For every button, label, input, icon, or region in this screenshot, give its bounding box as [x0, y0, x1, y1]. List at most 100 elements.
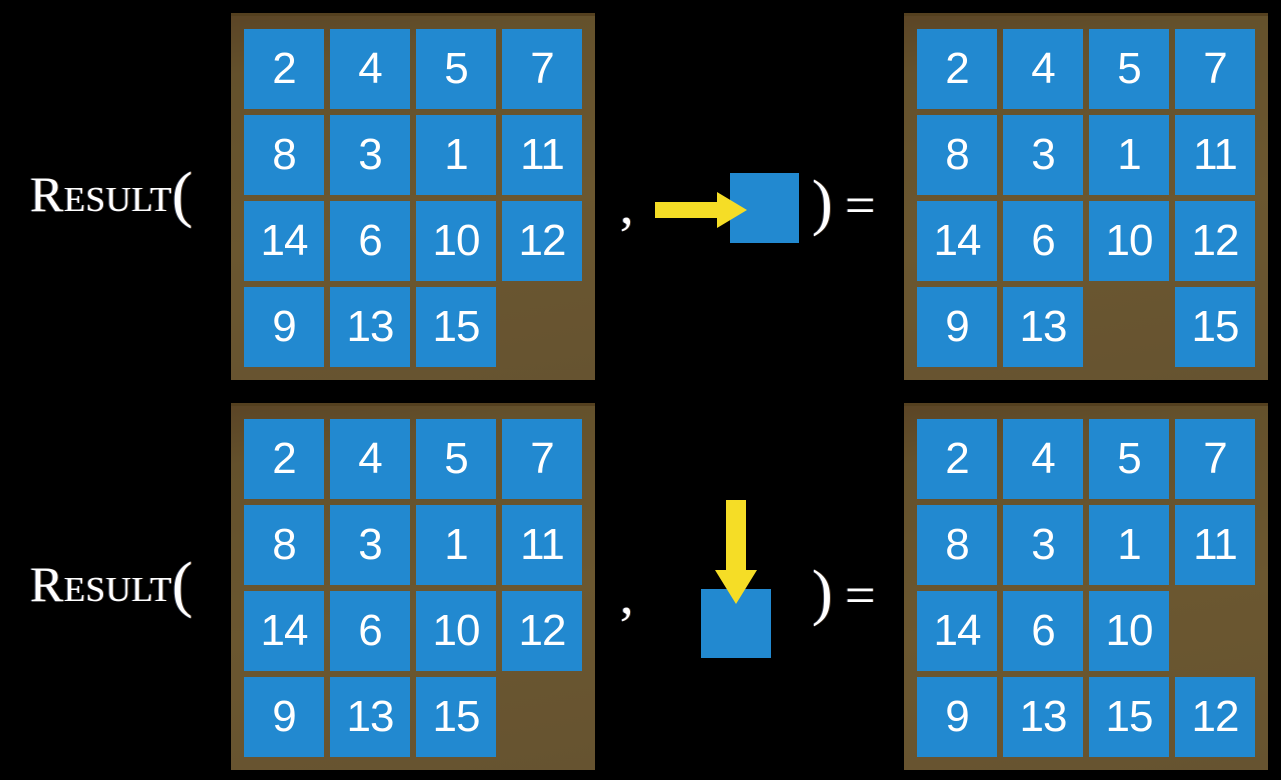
- tile[interactable]: 1: [1089, 505, 1169, 585]
- tile-number: 12: [518, 606, 567, 655]
- tile-number: 10: [432, 216, 481, 265]
- tile[interactable]: 6: [1003, 591, 1083, 671]
- tile[interactable]: 7: [502, 29, 582, 109]
- result-label-row2: Result(: [30, 554, 193, 616]
- tile-number: 8: [945, 520, 970, 569]
- tile-number: 2: [945, 44, 970, 93]
- tile[interactable]: 5: [1089, 419, 1169, 499]
- tile[interactable]: 11: [502, 505, 582, 585]
- tile[interactable]: 9: [917, 287, 997, 367]
- tile[interactable]: 4: [330, 29, 410, 109]
- tile[interactable]: 7: [1175, 29, 1255, 109]
- tile-number: 4: [1031, 44, 1056, 93]
- tile-number: 3: [358, 520, 383, 569]
- tile[interactable]: 5: [416, 419, 496, 499]
- tile[interactable]: 10: [1089, 201, 1169, 281]
- tile-number: 13: [1019, 302, 1068, 351]
- tile[interactable]: 1: [416, 505, 496, 585]
- tile[interactable]: 12: [502, 591, 582, 671]
- tile[interactable]: 2: [244, 419, 324, 499]
- tile-number: 9: [945, 692, 970, 741]
- tile[interactable]: 7: [502, 419, 582, 499]
- tile[interactable]: 14: [917, 591, 997, 671]
- result-word-row2: Result: [30, 556, 173, 612]
- tile[interactable]: 13: [1003, 677, 1083, 757]
- tile[interactable]: 8: [244, 115, 324, 195]
- tile[interactable]: 10: [1089, 591, 1169, 671]
- input-board-row1: 2 4 5 7 8 3 1 11 14 6 10 12 9 13 15: [231, 13, 595, 380]
- tile[interactable]: 7: [1175, 419, 1255, 499]
- tile[interactable]: 8: [917, 115, 997, 195]
- tile[interactable]: 15: [416, 677, 496, 757]
- tile-number: 3: [358, 130, 383, 179]
- tile[interactable]: 13: [330, 677, 410, 757]
- tile[interactable]: 14: [917, 201, 997, 281]
- tile[interactable]: 12: [502, 201, 582, 281]
- tile[interactable]: 3: [1003, 505, 1083, 585]
- tile[interactable]: 1: [1089, 115, 1169, 195]
- tile[interactable]: 3: [330, 505, 410, 585]
- tile[interactable]: 15: [1089, 677, 1169, 757]
- tile[interactable]: 5: [1089, 29, 1169, 109]
- tile[interactable]: 2: [917, 419, 997, 499]
- tile-number: 1: [444, 520, 469, 569]
- result-word-row1: Result: [30, 166, 173, 222]
- tile[interactable]: 6: [1003, 201, 1083, 281]
- arrow-right-icon: [655, 192, 747, 228]
- tile[interactable]: 13: [330, 287, 410, 367]
- comma-separator-row1: ,: [620, 175, 634, 235]
- tile-number: 12: [1191, 692, 1240, 741]
- tile-number: 15: [1191, 302, 1240, 351]
- equals-sign-row1: =: [845, 175, 876, 235]
- tile[interactable]: 11: [502, 115, 582, 195]
- tile[interactable]: 8: [917, 505, 997, 585]
- tile[interactable]: 11: [1175, 505, 1255, 585]
- tile[interactable]: 15: [416, 287, 496, 367]
- tile-number: 11: [520, 130, 565, 179]
- tile-number: 14: [260, 216, 309, 265]
- tile[interactable]: 9: [917, 677, 997, 757]
- tile-number: 4: [358, 434, 383, 483]
- tile-number: 8: [272, 130, 297, 179]
- tile[interactable]: 8: [244, 505, 324, 585]
- tile-number: 10: [432, 606, 481, 655]
- tile[interactable]: 4: [1003, 419, 1083, 499]
- tile-number: 12: [1191, 216, 1240, 265]
- result-label-row1: Result(: [30, 164, 193, 226]
- tile[interactable]: 9: [244, 287, 324, 367]
- empty-slot: [1089, 287, 1169, 367]
- tile[interactable]: 6: [330, 591, 410, 671]
- tile[interactable]: 6: [330, 201, 410, 281]
- tile[interactable]: 2: [917, 29, 997, 109]
- tile[interactable]: 1: [416, 115, 496, 195]
- tile[interactable]: 4: [330, 419, 410, 499]
- tile-number: 7: [530, 44, 555, 93]
- tile-number: 8: [272, 520, 297, 569]
- tile-number: 5: [444, 44, 469, 93]
- tile[interactable]: 11: [1175, 115, 1255, 195]
- tile[interactable]: 3: [330, 115, 410, 195]
- tile-number: 5: [444, 434, 469, 483]
- tile[interactable]: 5: [416, 29, 496, 109]
- tile[interactable]: 9: [244, 677, 324, 757]
- equals-sign-row2: =: [845, 565, 876, 625]
- tile[interactable]: 14: [244, 201, 324, 281]
- empty-slot: [502, 287, 582, 367]
- empty-slot: [1175, 591, 1255, 671]
- tile[interactable]: 14: [244, 591, 324, 671]
- tile-number: 2: [272, 44, 297, 93]
- tile-number: 12: [518, 216, 567, 265]
- output-board-row2: 2 4 5 7 8 3 1 11 14 6 10 9 13 15 12: [904, 403, 1268, 770]
- tile[interactable]: 12: [1175, 677, 1255, 757]
- tile[interactable]: 12: [1175, 201, 1255, 281]
- tile[interactable]: 4: [1003, 29, 1083, 109]
- tile[interactable]: 13: [1003, 287, 1083, 367]
- tile[interactable]: 15: [1175, 287, 1255, 367]
- tile[interactable]: 10: [416, 201, 496, 281]
- tile-number: 6: [358, 216, 383, 265]
- open-paren-row2: (: [172, 551, 194, 619]
- input-board-row2: 2 4 5 7 8 3 1 11 14 6 10 12 9 13 15: [231, 403, 595, 770]
- tile[interactable]: 2: [244, 29, 324, 109]
- tile[interactable]: 10: [416, 591, 496, 671]
- tile[interactable]: 3: [1003, 115, 1083, 195]
